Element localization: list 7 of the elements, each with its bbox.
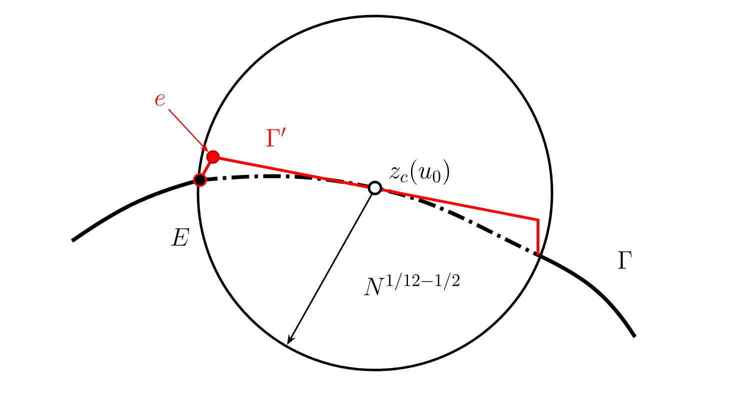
math-label: $\Gamma'$ xyxy=(266,127,286,146)
math-label: $\Gamma$ xyxy=(618,251,632,269)
point xyxy=(206,150,220,164)
node-label: $e$ xyxy=(155,94,165,106)
math-label: $N^{1/12-1/2}$ xyxy=(364,272,460,296)
math-label: $z_c(u_0)$ xyxy=(390,159,450,185)
math-label: $E$ xyxy=(171,228,190,246)
